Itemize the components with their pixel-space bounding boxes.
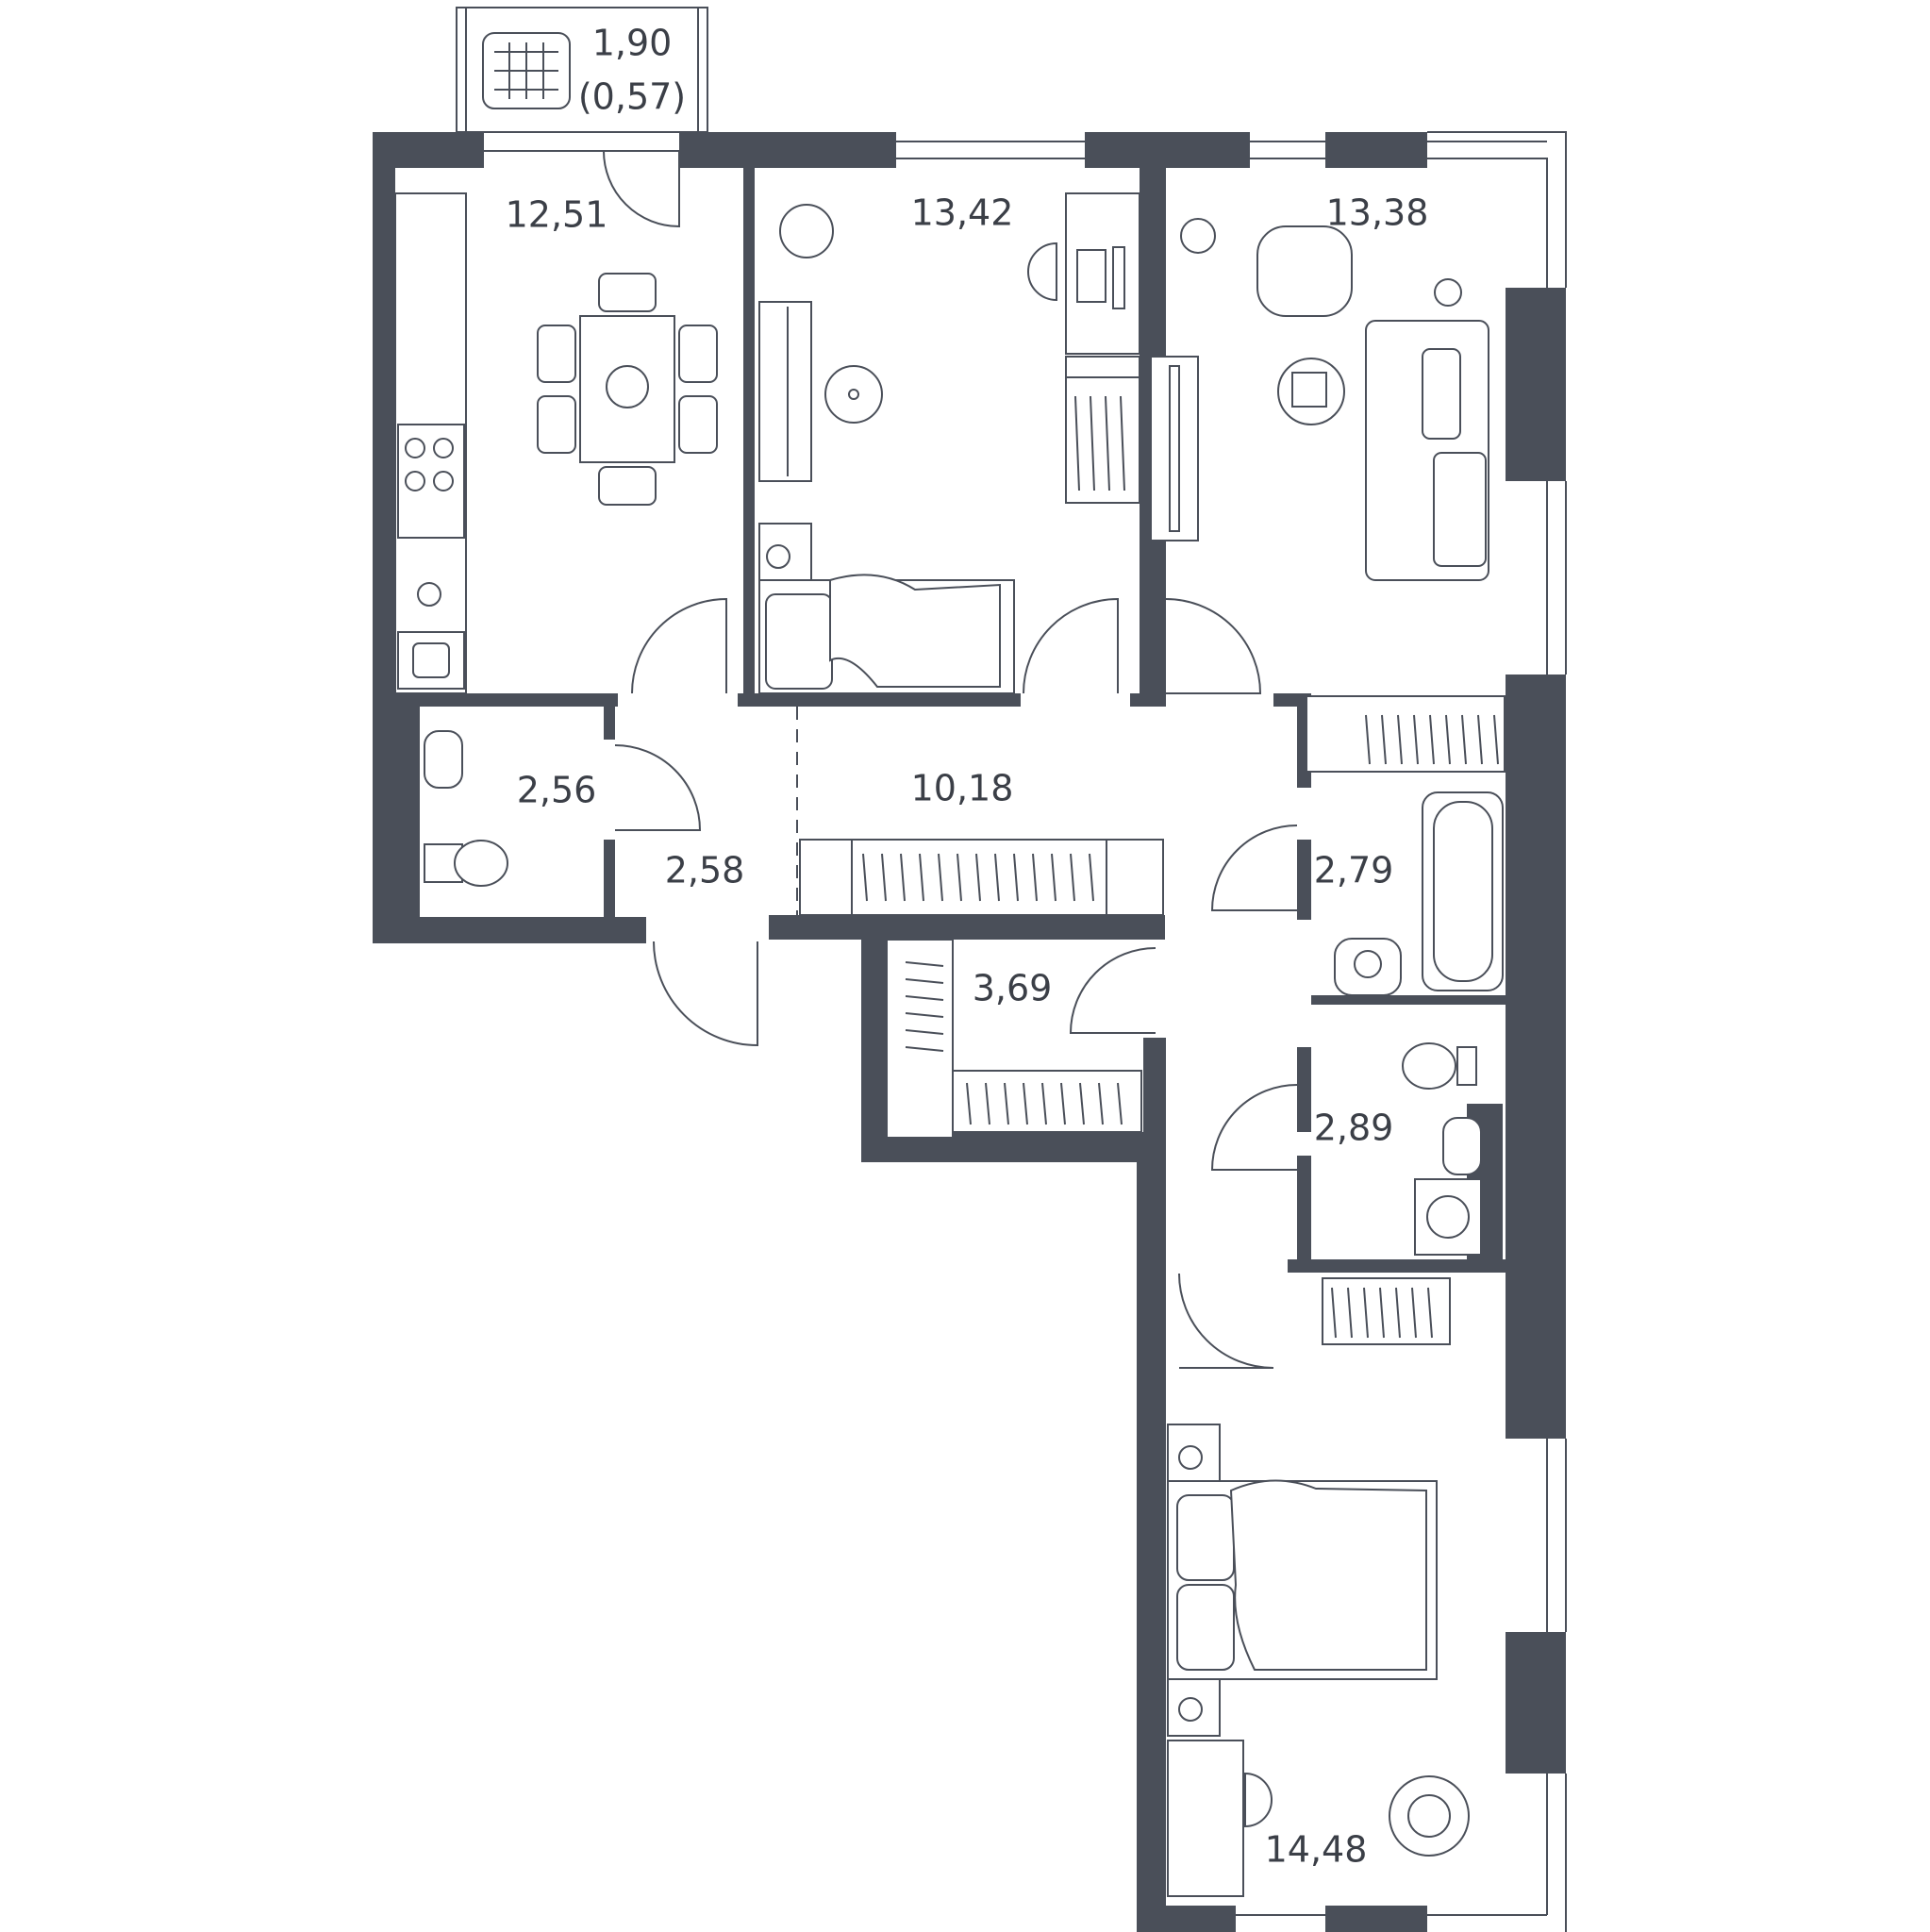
wardrobe-hatch xyxy=(900,853,906,902)
wardrobe-hatch xyxy=(1413,714,1419,765)
wardrobe-hatch xyxy=(994,853,1000,902)
wardrobe-hatch xyxy=(1395,1287,1401,1339)
bedroom-1-area-label: 13,42 xyxy=(911,192,1014,234)
wardrobe-hatch xyxy=(1041,1082,1047,1125)
wardrobe-hatch xyxy=(1074,395,1080,491)
wardrobe-hatch xyxy=(905,1029,944,1035)
wardrobe-hatch xyxy=(1079,1082,1085,1125)
hall-area-label: 10,18 xyxy=(911,768,1014,809)
wardrobe-hatch xyxy=(966,1082,972,1125)
bathroom-area-label: 2,79 xyxy=(1314,850,1394,891)
doors xyxy=(603,150,1298,1369)
furniture xyxy=(397,32,1504,1897)
wardrobe-hatch xyxy=(957,853,962,902)
kitchen-area-label: 12,51 xyxy=(506,194,608,236)
wardrobe-hatch xyxy=(1051,853,1057,902)
wardrobe-hatch xyxy=(1023,1082,1028,1125)
wardrobe-hatch xyxy=(1060,1082,1066,1125)
wardrobe-hatch xyxy=(905,1012,944,1018)
wardrobes xyxy=(851,356,1506,1345)
wardrobe-hatch xyxy=(1397,714,1403,765)
wardrobe-hatch xyxy=(1004,1082,1009,1125)
wardrobe-hatch xyxy=(1120,395,1125,491)
wardrobe-hatch xyxy=(1363,1287,1369,1339)
wardrobe-hatch xyxy=(1347,1287,1353,1339)
wardrobe-hatch xyxy=(1013,853,1019,902)
wardrobe-hatch xyxy=(905,978,944,984)
wardrobe-hatch xyxy=(1379,1287,1385,1339)
wardrobe-hatch xyxy=(1461,714,1467,765)
wardrobe-hatch xyxy=(1493,714,1499,765)
wardrobe-hatch xyxy=(881,853,887,902)
storage-area-label: 3,69 xyxy=(973,968,1053,1009)
room-labels: 1,90 (0,57) 12,51 13,42 13,38 2,56 2,58 … xyxy=(506,23,1429,1871)
balcony-area-label: 1,90 xyxy=(592,23,673,64)
wardrobe-hatch xyxy=(1445,714,1451,765)
wardrobe-hatch xyxy=(1098,1082,1104,1125)
vestibule-area-label: 2,58 xyxy=(665,850,745,891)
wardrobe-hatch xyxy=(938,853,943,902)
wardrobe-hatch xyxy=(1117,1082,1123,1125)
wardrobe-hatch xyxy=(1365,714,1371,765)
wardrobe-hatch xyxy=(985,1082,990,1125)
wardrobe-hatch xyxy=(1032,853,1038,902)
wardrobe-hatch xyxy=(1477,714,1483,765)
living-room-area-label: 13,38 xyxy=(1326,192,1429,234)
wardrobe-hatch xyxy=(1089,853,1094,902)
wardrobe-hatch xyxy=(1090,395,1095,491)
wardrobe-hatch xyxy=(1381,714,1387,765)
wardrobe-hatch xyxy=(919,853,924,902)
wardrobe-hatch xyxy=(1427,1287,1433,1339)
wardrobe-hatch xyxy=(905,995,944,1001)
bedroom-2-area-label: 14,48 xyxy=(1265,1829,1368,1871)
balcony-reduced-area-label: (0,57) xyxy=(578,76,686,118)
walls xyxy=(373,132,1566,1932)
wardrobe-hatch xyxy=(905,1046,944,1052)
wardrobe-hatch xyxy=(1070,853,1075,902)
wardrobe-hatch xyxy=(1411,1287,1417,1339)
wardrobe-hatch xyxy=(862,853,868,902)
wardrobe-hatch xyxy=(905,961,944,967)
wc-2-area-label: 2,89 xyxy=(1314,1108,1394,1149)
wardrobe-hatch xyxy=(1331,1287,1337,1339)
wardrobe-hatch xyxy=(1105,395,1110,491)
wardrobe-hatch xyxy=(1429,714,1435,765)
wardrobe-hatch xyxy=(975,853,981,902)
wc-area-label: 2,56 xyxy=(517,770,597,811)
